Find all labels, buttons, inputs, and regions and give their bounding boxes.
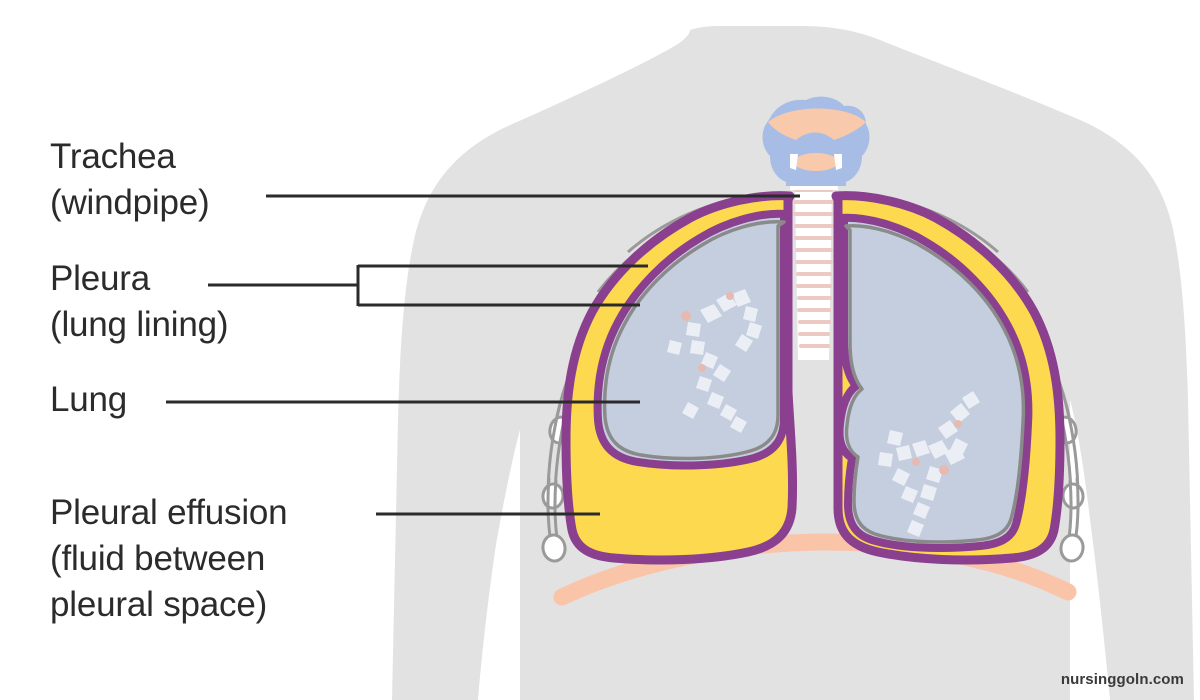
label-trachea: Trachea (windpipe) xyxy=(50,134,210,226)
left-pleural-cavity xyxy=(561,191,798,565)
label-pleura: Pleura (lung lining) xyxy=(50,256,229,348)
trachea xyxy=(793,185,834,360)
label-lung-line1: Lung xyxy=(50,380,128,419)
label-trachea-line2: (windpipe) xyxy=(50,183,210,222)
label-pleural-effusion: Pleural effusion (fluid between pleural … xyxy=(50,490,288,628)
leader-lines xyxy=(166,194,800,516)
leader-line-pleura-bracket xyxy=(208,264,648,307)
larynx xyxy=(762,96,870,190)
label-pleura-line2: (lung lining) xyxy=(50,305,229,344)
watermark: nursinggoln.com xyxy=(1060,671,1184,688)
diaphragm xyxy=(553,533,1077,606)
label-lung: Lung xyxy=(50,377,127,423)
label-pleura-line1: Pleura xyxy=(50,259,150,298)
bronchial-tree-left xyxy=(667,289,762,433)
bronchial-tree-right xyxy=(878,391,980,537)
right-pleural-cavity xyxy=(831,191,1065,565)
label-effusion-line1: Pleural effusion xyxy=(50,493,288,532)
label-trachea-line1: Trachea xyxy=(50,137,176,176)
tracheal-cartilage-rings xyxy=(793,188,834,348)
label-effusion-line3: pleural space) xyxy=(50,585,268,624)
label-effusion-line2: (fluid between xyxy=(50,539,266,578)
